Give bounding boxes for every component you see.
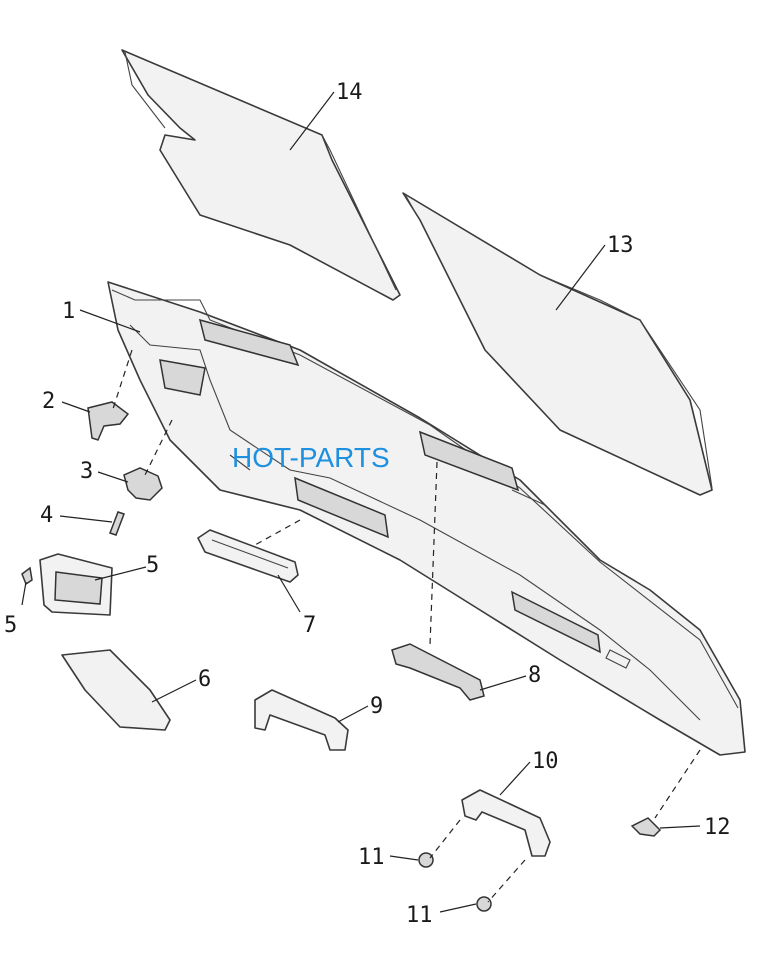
callout-4: 4: [40, 503, 53, 528]
part-3-bracket: [123, 467, 163, 501]
callout-13: 13: [607, 233, 634, 258]
part-8-grab-handle: [391, 643, 485, 701]
leader-lines: [21, 91, 701, 913]
callout-labels: 14 13 1 2 3 4 5 5 6 7 8 9 10 11 11 12: [4, 80, 731, 928]
part-5-dome-lamp: [21, 553, 113, 616]
callout-10: 10: [532, 749, 559, 774]
callout-2: 2: [42, 389, 55, 414]
callout-14: 14: [336, 80, 363, 105]
part-11-clip-lower: [476, 896, 492, 912]
alignment-lines: [111, 349, 701, 903]
callout-8: 8: [528, 663, 541, 688]
callout-11-upper: 11: [358, 845, 385, 870]
callout-9: 9: [370, 694, 383, 719]
callout-1: 1: [62, 299, 75, 324]
part-11-clip-upper: [418, 852, 434, 868]
watermark-text: HOT-PARTS: [232, 442, 390, 473]
part-4-screw: [109, 511, 125, 536]
callout-12: 12: [704, 815, 731, 840]
part-13-insulation-panel: [402, 192, 713, 496]
part-12-fastener: [630, 817, 662, 837]
callout-11-lower: 11: [406, 903, 433, 928]
callout-5-screw: 5: [4, 613, 17, 638]
part-14-insulation-panel: [121, 49, 401, 301]
part-10-grab-handle: [461, 789, 551, 857]
callout-6: 6: [198, 667, 211, 692]
part-1-headliner: [107, 281, 746, 756]
callout-7: 7: [303, 613, 316, 638]
part-9-grab-handle: [254, 689, 349, 751]
callout-3: 3: [80, 459, 93, 484]
part-7-handle-cover: [197, 529, 299, 583]
callout-5-lamp: 5: [146, 553, 159, 578]
part-6-sun-visor: [61, 649, 171, 731]
part-2-clip: [87, 401, 130, 441]
